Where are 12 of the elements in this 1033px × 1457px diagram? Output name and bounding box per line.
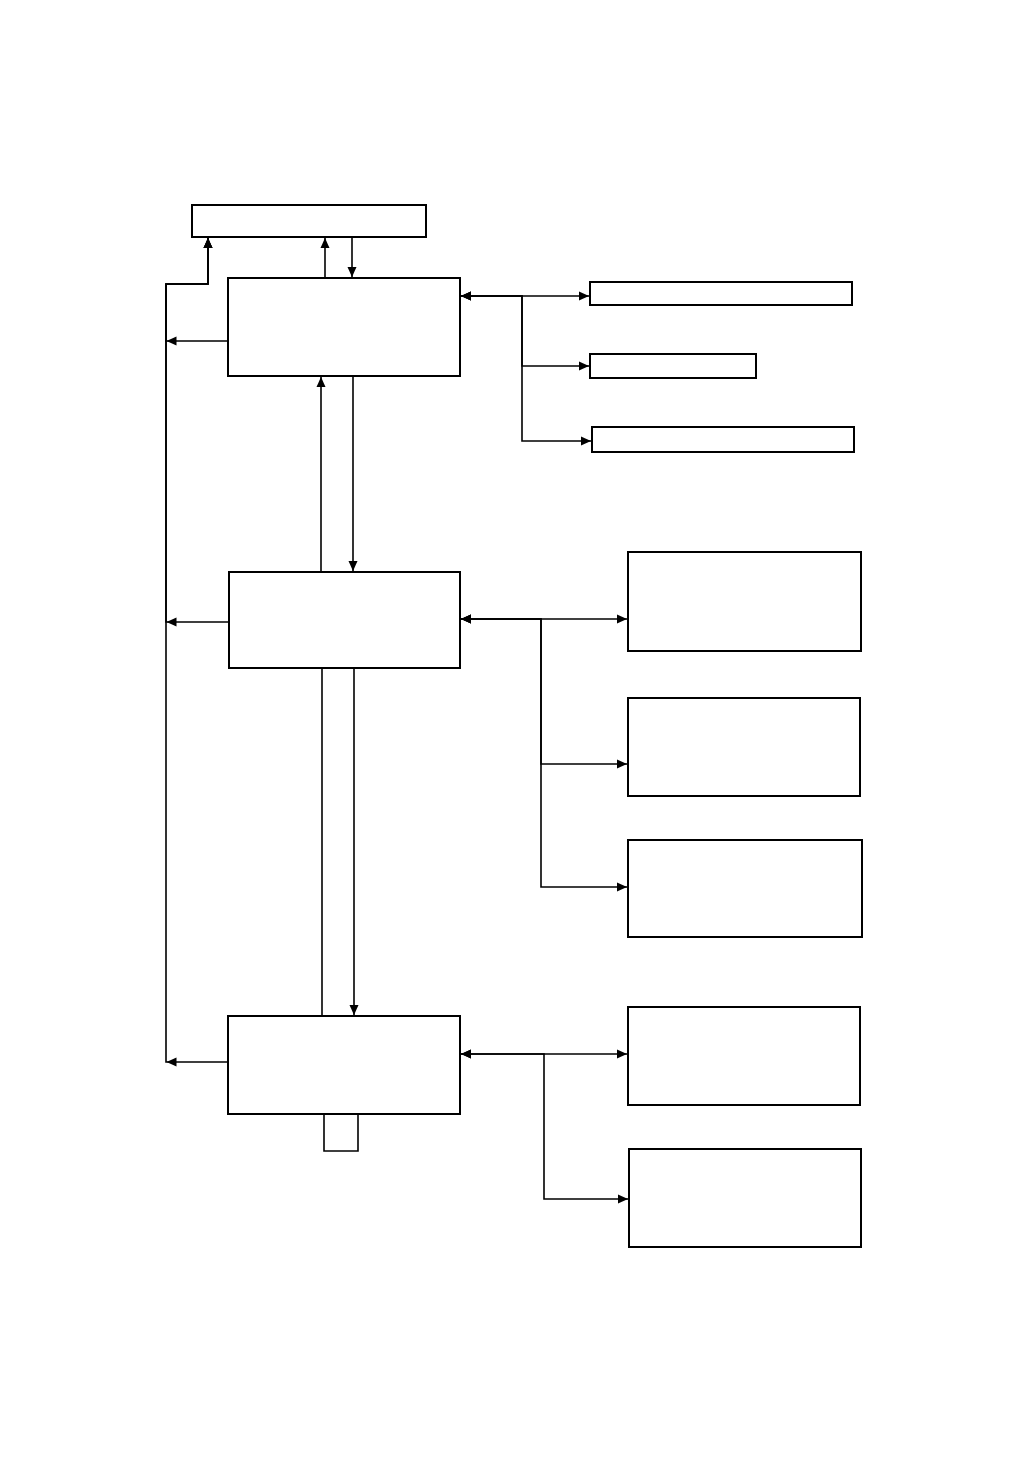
empty-box <box>589 281 853 306</box>
empty-box <box>627 551 862 652</box>
empty-box <box>191 204 427 238</box>
empty-box <box>228 571 461 669</box>
empty-box <box>589 353 757 379</box>
empty-box <box>628 1148 862 1248</box>
empty-box <box>627 1006 861 1106</box>
empty-box <box>227 1015 461 1115</box>
empty-box <box>591 426 855 453</box>
empty-box <box>627 697 861 797</box>
empty-box <box>227 277 461 377</box>
empty-box <box>627 839 863 938</box>
